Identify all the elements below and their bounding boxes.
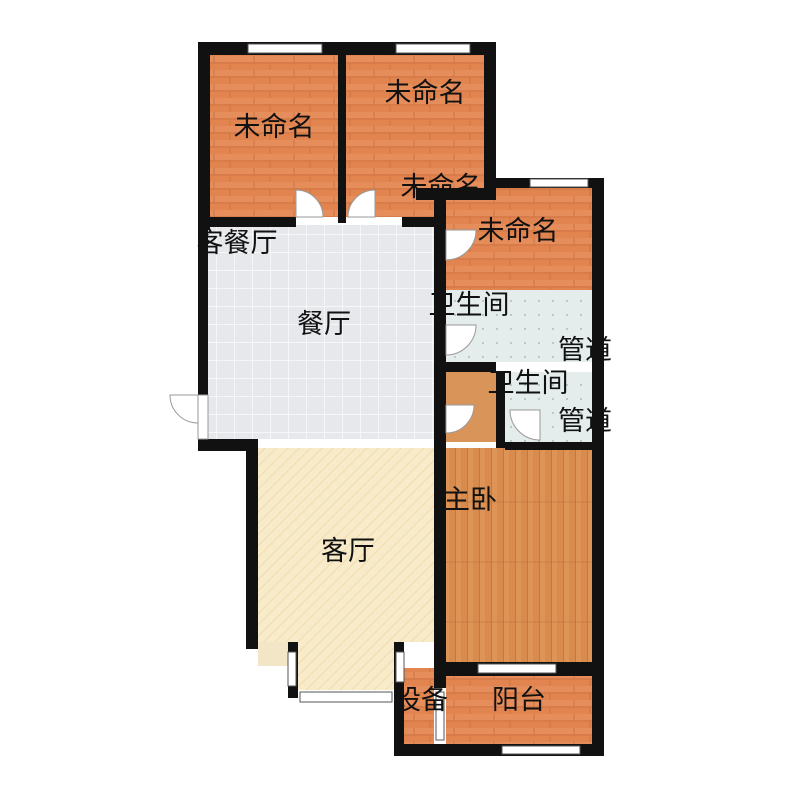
living-bay-corner xyxy=(258,642,288,666)
master-bedroom-floor xyxy=(446,448,592,662)
label-shaft-2: 管道 xyxy=(558,406,612,437)
label-room-d: 未命名 xyxy=(478,216,559,247)
label-equipment: 设备 xyxy=(394,685,448,716)
label-bath-2: 卫生间 xyxy=(488,368,569,399)
bay-floor xyxy=(298,642,394,690)
label-living: 客厅 xyxy=(321,536,375,567)
living-floor xyxy=(258,448,434,642)
label-room-a: 未命名 xyxy=(234,112,315,143)
label-dining: 餐厅 xyxy=(297,309,351,340)
dining-floor xyxy=(208,225,434,439)
label-living-dining: 客餐厅 xyxy=(197,228,278,259)
door-swings xyxy=(169,189,541,441)
label-balcony: 阳台 xyxy=(492,685,546,716)
balcony-floor xyxy=(446,676,592,744)
label-room-c: 未命名 xyxy=(401,172,482,203)
equipment-floor xyxy=(404,668,434,744)
windows xyxy=(247,43,589,755)
label-shaft-1: 管道 xyxy=(558,335,612,366)
entrance-door-gap xyxy=(197,394,209,440)
label-master-bedroom: 主卧 xyxy=(443,485,497,516)
label-bath-1: 卫生间 xyxy=(429,290,510,321)
label-room-b: 未命名 xyxy=(385,78,466,109)
room-a-floor xyxy=(210,55,338,217)
